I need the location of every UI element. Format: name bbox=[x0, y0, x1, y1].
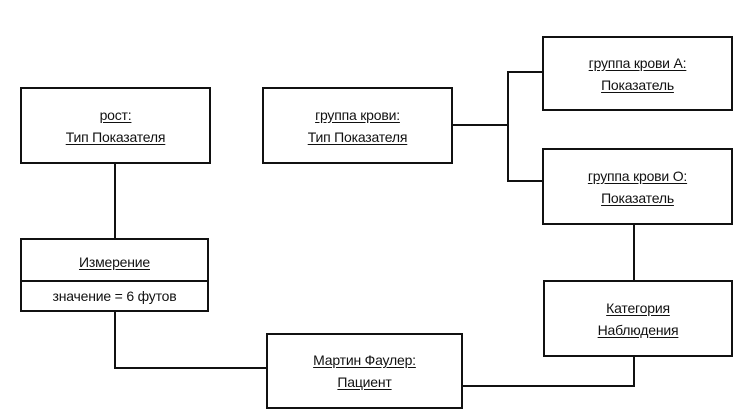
link-patient-to-observation-category bbox=[463, 356, 635, 387]
object-title-line-2: Наблюдения bbox=[597, 321, 679, 338]
patient-object: Мартин Фаулер: Пациент bbox=[266, 333, 463, 409]
object-class: Показатель bbox=[601, 189, 674, 206]
link-branch-to-blood-a bbox=[507, 71, 543, 125]
height-indicator-type-object: рост: Тип Показателя bbox=[20, 87, 211, 164]
measurement-object: Измерение значение = 6 футов bbox=[20, 238, 209, 312]
link-measurement-to-patient bbox=[114, 311, 267, 369]
object-name: рост: bbox=[99, 106, 132, 123]
measurement-attribute-compartment: значение = 6 футов bbox=[22, 282, 207, 310]
blood-group-indicator-type-object: группа крови: Тип Показателя bbox=[262, 87, 453, 164]
link-branch-to-blood-o bbox=[507, 125, 543, 182]
object-class: Тип Показателя bbox=[65, 128, 166, 145]
object-name: группа крови O: bbox=[587, 167, 688, 184]
object-class: Пациент bbox=[337, 374, 392, 390]
blood-group-o-indicator-object: группа крови O: Показатель bbox=[542, 148, 733, 225]
measurement-title-compartment: Измерение bbox=[22, 240, 207, 282]
observation-category-object: Категория Наблюдения bbox=[543, 280, 733, 357]
object-class: Тип Показателя bbox=[307, 128, 408, 145]
object-name: группа крови: bbox=[315, 106, 400, 123]
blood-group-a-indicator-object: группа крови A: Показатель bbox=[542, 36, 733, 111]
object-name: группа крови A: bbox=[588, 54, 687, 71]
object-name: Мартин Фаулер: bbox=[313, 352, 416, 368]
object-title: Измерение bbox=[78, 254, 150, 270]
object-title-line-1: Категория bbox=[606, 299, 670, 316]
object-attribute: значение = 6 футов bbox=[52, 288, 177, 304]
object-class: Показатель bbox=[601, 76, 674, 93]
